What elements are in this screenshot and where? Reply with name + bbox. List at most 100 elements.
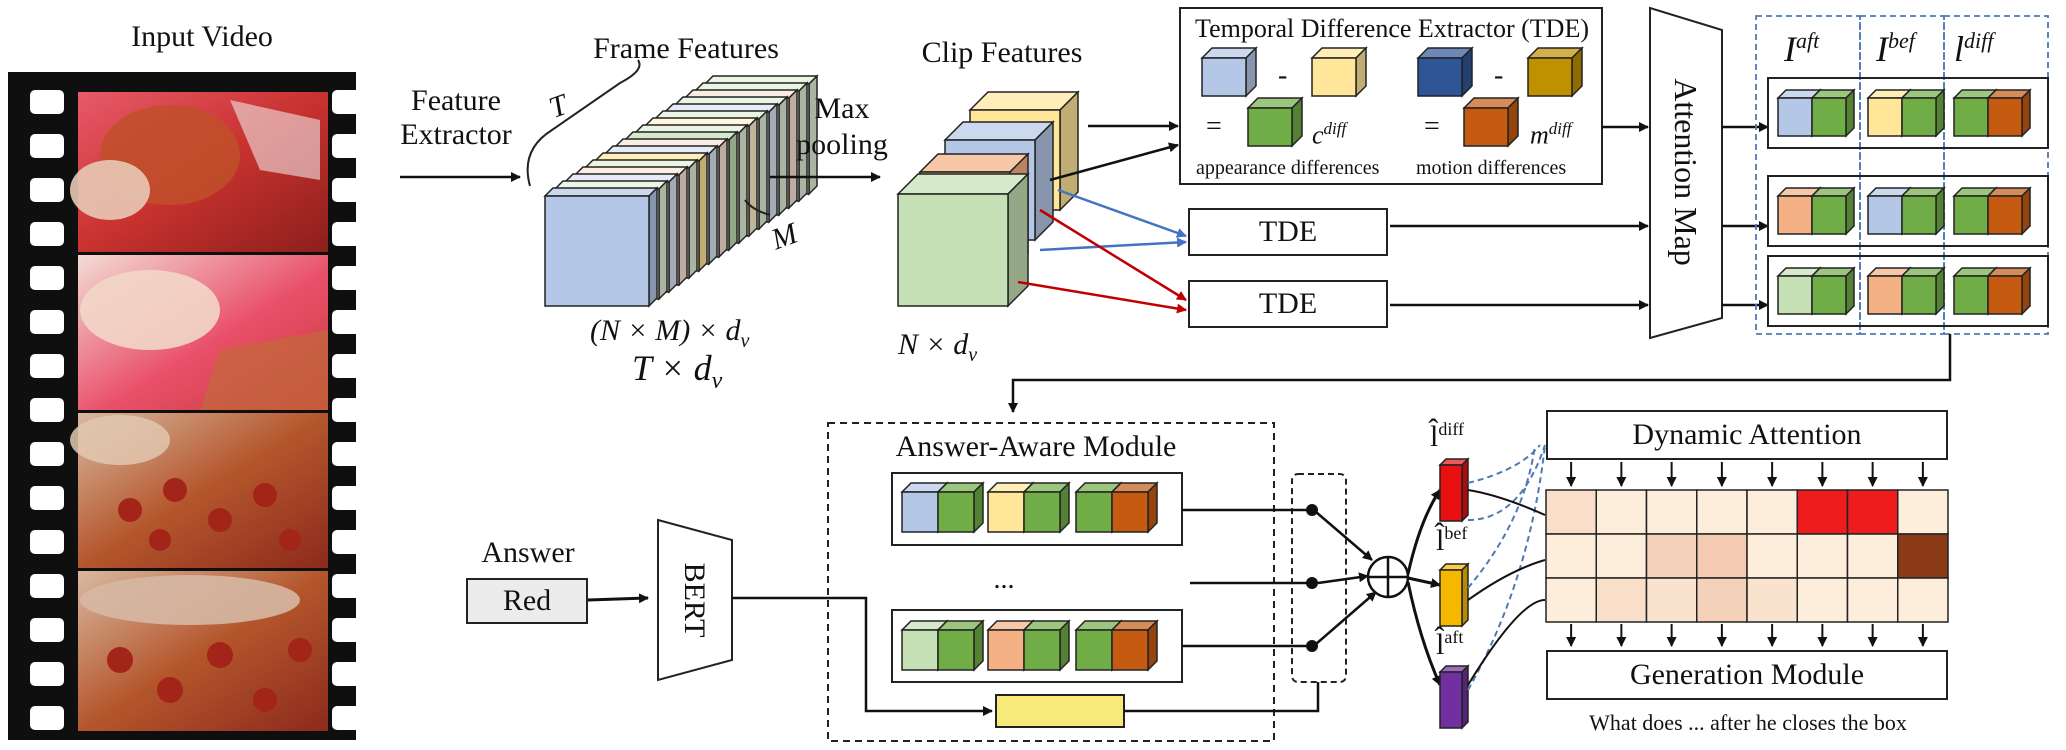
heatmap-cell (1595, 489, 1648, 535)
sprocket-hole (30, 442, 64, 466)
output-cube (1986, 88, 2032, 138)
motion-differences-label: motion differences (1416, 157, 1567, 179)
tde-red-arrow-2 (1017, 280, 1187, 314)
tde-equals-2: = (1424, 111, 1440, 142)
sprocket-hole (332, 310, 366, 334)
tde-minus-2: - (1494, 60, 1504, 91)
selector-box (1291, 473, 1347, 683)
aa-cube (1110, 481, 1159, 534)
sprocket-hole (332, 662, 366, 686)
video-frame-4 (78, 571, 328, 731)
output-row-1 (1767, 77, 2049, 149)
sprocket-hole (30, 398, 64, 422)
heatmap-cell (1846, 489, 1899, 535)
clip-features-stack (896, 90, 1080, 308)
film-strip (8, 72, 366, 740)
answer-aware-cubes (900, 481, 1159, 672)
heatmap-cell (1645, 489, 1698, 535)
output-cube (1810, 88, 1856, 138)
aa-cube (1110, 619, 1159, 672)
feature-extractor-line1: Feature (411, 84, 501, 117)
sprocket-hole (30, 618, 64, 642)
heatmap-cell (1846, 577, 1899, 623)
sprocket-hole (30, 574, 64, 598)
sprocket-hole (30, 266, 64, 290)
tde-blue-arrow-1 (1057, 188, 1187, 238)
output-cube (1900, 186, 1946, 236)
video-frame-2 (78, 255, 328, 410)
video-frame-3 (70, 413, 328, 568)
heatmap-cell (1796, 577, 1849, 623)
output-cube (1810, 186, 1856, 236)
tde-cube-appearance-a (1200, 46, 1258, 98)
sprocket-hole (30, 310, 64, 334)
brace-m (744, 199, 771, 216)
sum-operator (1366, 555, 1410, 599)
sprocket-hole (30, 134, 64, 158)
tde-panel-title: Temporal Difference Extractor (TDE) (1195, 14, 1589, 43)
sprocket-hole (332, 442, 366, 466)
answer-label: Answer (481, 536, 575, 569)
col-diff-label: ldiff (1954, 28, 1994, 69)
sprocket-hole (332, 222, 366, 246)
bert-to-bar (732, 596, 993, 716)
l-aft-bar (1438, 664, 1470, 730)
feature-extractor-line2: Extractor (400, 118, 512, 151)
col-bef-label: Ibef (1876, 28, 1915, 69)
max-pooling-line2: pooling (796, 128, 888, 161)
heatmap-cell (1746, 577, 1798, 623)
heatmap-cell (1897, 489, 1949, 535)
aa-cube (1022, 619, 1071, 672)
output-cube (1986, 186, 2032, 236)
aa-cube (1022, 481, 1071, 534)
output-cubes (1776, 88, 2032, 316)
tde-cube-motion-b (1526, 46, 1584, 98)
sprocket-hole (332, 618, 366, 642)
frame-size-2: T × dv (632, 348, 723, 395)
sprocket-hole (332, 90, 366, 114)
l-bef-label: l̂bef (1436, 523, 1468, 557)
m-diff-label: mdiff (1530, 119, 1572, 150)
brace-t (526, 59, 641, 187)
heatmap-cell (1897, 533, 1949, 579)
heatmap-cell (1696, 533, 1748, 579)
answer-embedding-bar (995, 694, 1125, 728)
answer-arrow (587, 593, 649, 604)
tde-box-1: TDE (1188, 208, 1388, 256)
sprocket-hole (30, 530, 64, 554)
output-row-2 (1767, 175, 2049, 247)
output-cube (1776, 266, 1822, 316)
appearance-differences-label: appearance differences (1196, 157, 1380, 179)
heatmap-cell (1645, 577, 1698, 623)
sprocket-hole (332, 398, 366, 422)
sprocket-hole (30, 222, 64, 246)
sprocket-hole (30, 354, 64, 378)
tde-blue-arrow-2 (1039, 237, 1187, 252)
attention-map-label: Attention Map (1668, 78, 1704, 266)
tde-panel-cubes (1200, 46, 1584, 148)
frame-slice (543, 186, 659, 308)
sprocket-hole (30, 90, 64, 114)
sprocket-hole (30, 706, 64, 730)
sprocket-hole (332, 530, 366, 554)
max-pooling-line1: Max (814, 92, 870, 125)
sprocket-hole (332, 574, 366, 598)
l-diff-label: l̂diff (1430, 419, 1465, 453)
connector-to-answer-aware (1008, 334, 1952, 413)
c-diff-label: cdiff (1312, 119, 1347, 150)
output-cube (1900, 266, 1946, 316)
output-cube (1986, 266, 2032, 316)
frame-size-1: (N × M) × dv (590, 314, 750, 352)
heatmap-cell (1696, 489, 1748, 535)
sprocket-hole (332, 486, 366, 510)
sprocket-hole (30, 178, 64, 202)
output-cube (1810, 266, 1856, 316)
tde-red-arrow-1 (1039, 208, 1187, 302)
clip-size: N × dv (898, 328, 978, 366)
answer-aware-ellipsis: ... (993, 564, 1015, 595)
frame-features-stack (543, 74, 819, 308)
l-diff-bar (1438, 457, 1470, 523)
heatmap-cell (1545, 533, 1597, 579)
bert-block (657, 518, 733, 682)
heatmap-cell (1595, 577, 1648, 623)
